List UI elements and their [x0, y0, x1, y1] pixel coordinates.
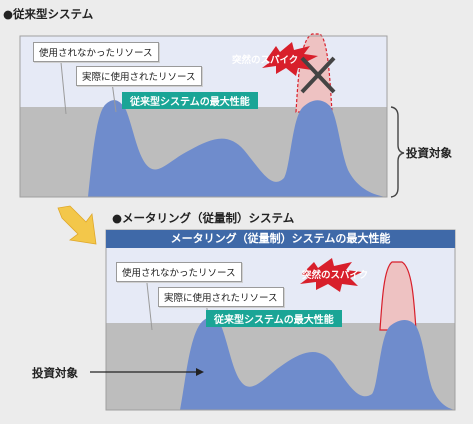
cross-icon [300, 56, 336, 94]
top-max-perf-label: 従来型システムの最大性能 [122, 92, 258, 109]
top-heading: ●従来型システム [3, 7, 94, 21]
pointer-arrow-icon [90, 368, 204, 376]
top-investment-label: 投資対象 [406, 146, 452, 160]
bottom-investment-label: 投資対象 [32, 366, 78, 380]
bottom-spike-burst [300, 258, 362, 292]
bottom-banner: メータリング（従量制）システムの最大性能 [106, 230, 455, 248]
top-used-leader [111, 81, 117, 113]
bracket-icon [390, 106, 405, 198]
bottom-unused-leader [145, 273, 153, 331]
top-usage-curve [20, 100, 387, 197]
bottom-used-label: 実際に使用されたリソース [158, 287, 284, 307]
bottom-heading: ●メータリング（従量制）システム [112, 211, 295, 225]
top-frame [19, 35, 388, 198]
bottom-spike-label: 突然のスパイク [302, 270, 369, 281]
top-used-label: 実際に使用されたリソース [76, 66, 202, 86]
bottom-unused-label: 使用されなかったリソース [116, 262, 242, 282]
top-spike-burst [262, 42, 318, 76]
bottom-usage-curve [106, 317, 455, 410]
bottom-max-perf-label: 従来型システムの最大性能 [206, 310, 342, 327]
top-unused-leader [59, 51, 67, 115]
bottom-spike-fill [379, 261, 417, 331]
top-unused-label: 使用されなかったリソース [33, 42, 159, 62]
top-spike-label: 突然のスパイク [232, 55, 299, 66]
